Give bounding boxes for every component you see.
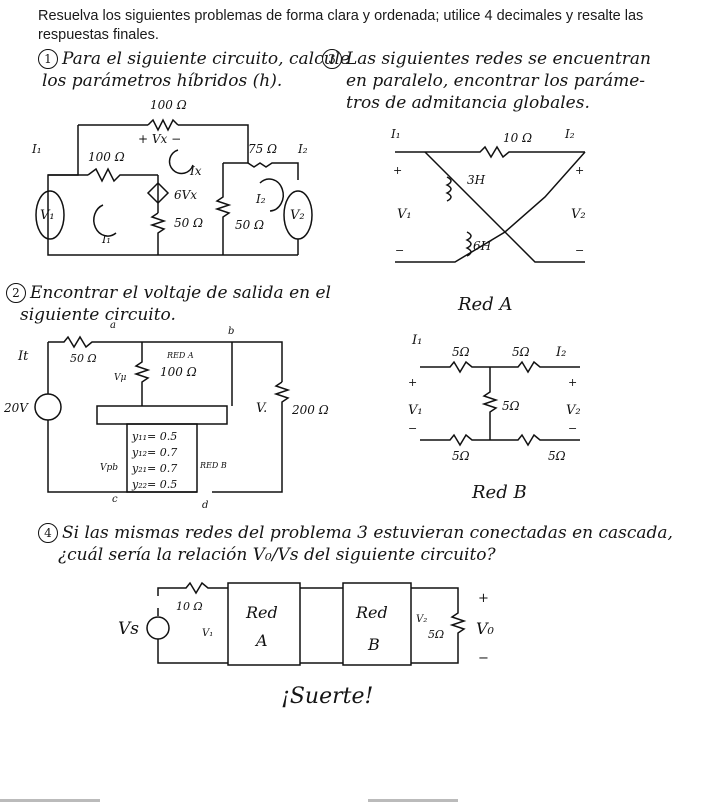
q1-ix-label: Ix: [189, 164, 202, 178]
q1-line1: Para el siguiente circuito, calcule: [62, 49, 351, 69]
q4-r5-label: 5Ω: [428, 628, 444, 641]
q3b-v2-label: V₂: [566, 403, 581, 418]
q4-vo-label: V₀: [476, 619, 495, 638]
q2-isrc-label: It: [17, 349, 29, 364]
q4-minus: −: [478, 651, 489, 666]
q2-red-b-label: RED B: [199, 461, 227, 470]
q4-red-b-line1: Red: [355, 603, 388, 622]
q2-red-a-label: RED A: [166, 351, 194, 360]
q3b-r-b-label: 5Ω: [512, 345, 530, 359]
q3b-i2-label: I₂: [555, 345, 566, 360]
q3b-minus-left: −: [408, 422, 417, 435]
q2-line2: siguiente circuito.: [20, 305, 176, 325]
q2-line1: Encontrar el voltaje de salida en el: [30, 283, 331, 303]
q3-line1: Las siguientes redes se encuentran: [346, 49, 651, 69]
q3a-l6-label: 6H: [473, 239, 492, 253]
q3a-r10-label: 10 Ω: [503, 131, 532, 145]
scan-edge-left: [0, 799, 100, 802]
q3a-v2-label: V₂: [571, 207, 586, 222]
q3b-r-c-label: 5Ω: [452, 449, 470, 463]
q1-r-left-label: 100 Ω: [88, 150, 125, 164]
q1-r-right-label: 50 Ω: [235, 218, 264, 232]
q4-plus: +: [478, 591, 489, 606]
q3a-i1-label: I₁: [390, 127, 401, 141]
q1-r-top-label: 100 Ω: [150, 98, 187, 112]
q3-red-b-caption: Red B: [472, 482, 527, 503]
q2-y12: y₁₂= 0.7: [131, 446, 177, 459]
q3a-minus-right: −: [575, 244, 584, 257]
q1-v1-label: V₁: [40, 208, 55, 223]
q1-i2-loop-label: I₂: [255, 192, 266, 206]
q1-circuit: 100 Ω + Vx − I₁ 100 Ω Ix 6Vx 50 Ω 75 Ω I…: [31, 98, 313, 256]
q4-red-a-line1: Red: [245, 603, 278, 622]
q4-circuit: Vs 10 Ω V₁ Red A Red B V₂ 5Ω V₀ + −: [118, 581, 495, 666]
q3-number: 3: [322, 49, 342, 69]
q3a-plus-right: +: [575, 164, 584, 177]
instructions-text: Resuelva los siguientes problemas de for…: [38, 8, 644, 43]
q3b-plus-left: +: [408, 376, 417, 389]
q3b-plus-right: +: [568, 376, 577, 389]
q4-red-b-line2: B: [367, 635, 380, 654]
q2-va-label: Vμ: [114, 373, 126, 383]
q2-y11: y₁₁= 0.5: [131, 430, 177, 443]
q3a-minus-left: −: [395, 244, 404, 257]
q3b-minus-right: −: [568, 422, 577, 435]
q2-node-c: c: [112, 494, 118, 505]
q3b-r-d-label: 5Ω: [548, 449, 566, 463]
q4-v2-label: V₂: [416, 614, 427, 625]
q2-vo-label: V.: [256, 401, 267, 416]
q1-number: 1: [38, 49, 58, 69]
q2-y21: y₂₁= 0.7: [131, 462, 177, 475]
q3a-plus-left: +: [393, 164, 402, 177]
q1-i2-label: I₂: [297, 142, 308, 156]
q3b-r-mid-label: 5Ω: [502, 399, 520, 413]
q3b-i1-label: I₁: [411, 333, 422, 348]
q3-line2: en paralelo, encontrar los paráme-: [346, 71, 646, 91]
q1-dep-src-label: 6Vx: [174, 188, 197, 202]
q3-red-a-caption: Red A: [458, 294, 513, 315]
closing-text: ¡Suerte!: [281, 684, 374, 709]
q2-node-b: b: [228, 326, 234, 337]
q3-line3: tros de admitancia globales.: [346, 93, 590, 113]
q2-r100-label: 100 Ω: [160, 365, 197, 379]
q1-i1-loop-label: I₁: [101, 233, 111, 246]
q1-r75-label: 75 Ω: [248, 142, 277, 156]
q2-r200-label: 200 Ω: [291, 403, 329, 417]
q2-vsrc-label: 20V: [3, 401, 29, 415]
q1-vx-label: + Vx −: [138, 132, 181, 146]
q4-number: 4: [38, 523, 58, 543]
q3a-v1-label: V₁: [397, 207, 412, 222]
q4-line2: ¿cuál sería la relación V₀/Vs del siguie…: [58, 545, 496, 565]
q4-r10-label: 10 Ω: [176, 600, 203, 613]
q2-r50-label: 50 Ω: [70, 352, 97, 365]
scan-edge-right: [368, 799, 458, 802]
q2-y22: y₂₂= 0.5: [131, 478, 177, 491]
q3b-r-a-label: 5Ω: [452, 345, 470, 359]
q4-v1-label: V₁: [202, 628, 213, 639]
q3-network-a: I₁ 10 Ω I₂ 3H 6H V₁ V₂ + + − −: [390, 127, 586, 263]
q2-number: 2: [6, 283, 26, 303]
q3a-i2-label: I₂: [564, 127, 575, 141]
q4-vs-label: Vs: [118, 619, 139, 639]
q3a-l3-label: 3H: [467, 173, 486, 187]
q4-line1: Si las mismas redes del problema 3 estuv…: [62, 523, 673, 543]
q3b-v1-label: V₁: [408, 403, 423, 418]
q4-red-a-line2: A: [254, 631, 268, 650]
q2-node-d: d: [202, 500, 208, 511]
q1-v2-label: V₂: [290, 208, 305, 223]
q2-node-a: a: [110, 322, 116, 331]
q2-circuit: a b c d It 50 Ω RED A 100 Ω 20V V. 200 Ω…: [3, 322, 329, 511]
q1-i1-label: I₁: [31, 142, 42, 156]
q3-network-b: I₁ 5Ω 5Ω I₂ 5Ω 5Ω 5Ω V₁ V₂ + + − −: [408, 333, 581, 463]
q1-line2: los parámetros híbridos (h).: [42, 71, 283, 91]
q1-r-mid-label: 50 Ω: [174, 216, 203, 230]
q2-vb-label: Vpb: [100, 463, 118, 473]
